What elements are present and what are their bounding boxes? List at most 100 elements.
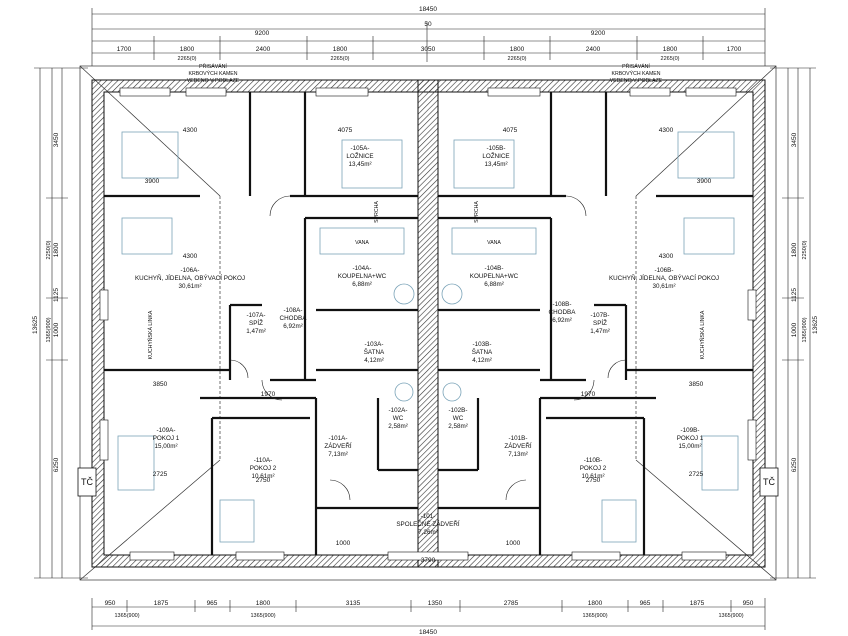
dim-label: 1000 [336,540,351,547]
room-area: 7,13m² [508,451,528,458]
toilet-icon [394,382,414,402]
room-name: SPÍŽ [593,318,607,327]
room-area: 15,00m² [678,443,701,450]
fireplace-note-right: PŘISÁVÁNÍ KRBOVÝCH KAMEN VEDENO V PODLAZ… [610,62,663,84]
dim-label: 1350 [428,600,443,607]
dim-label: 1800 [791,242,798,257]
kitchen-label: KUCHYŇSKÁ LINKA [147,310,154,359]
dim-label: 3050 [421,46,436,53]
dim-label: 950 [105,600,116,607]
room-104A: -104A- KOUPELNA+WC 6,88m² [338,265,387,288]
bath-icon [319,227,405,255]
room-108B: -108B- CHODBA 6,92m² [549,301,577,324]
dim-label: 1970 [581,391,596,398]
room-id: -107B- [591,312,610,319]
room-area: 1,47m² [246,328,266,335]
dim-label: 1000 [791,322,798,337]
window [571,551,621,561]
dim-label: 4300 [659,127,674,134]
room-area: 30,61m² [652,283,675,290]
dim-label: 6250 [53,457,60,472]
dim-label: 2265(0) [508,56,527,62]
room-area: 1,47m² [590,328,610,335]
dim-label: 3850 [689,381,704,388]
interior-dims: 4300 4075 4075 4300 3900 3900 4300 4300 … [145,127,712,564]
interior-walls [104,92,753,555]
room-id: -105A- [351,145,370,152]
bed-icon [121,131,179,179]
room-id: -106A- [181,267,200,274]
room-name: KOUPELNA+WC [470,273,519,280]
room-107B: -107B- SPÍŽ 1,47m² [590,312,610,335]
half-right-dim: 9200 [591,30,606,37]
dim-label: 1875 [154,600,169,607]
note-line: PŘISÁVÁNÍ [199,62,227,70]
room-name: LOŽNICE [346,151,373,160]
room-name: CHODBA [280,315,308,322]
note-line: VEDENO V PODLAZE [610,78,663,84]
toilet-icon [442,382,462,402]
room-name: KUCHYŇ, JÍDELNA, OBÝVACÍ POKOJ [609,273,719,282]
room-name: WC [393,415,404,422]
room-area: 2,58m² [448,423,468,430]
room-name: POKOJ 1 [677,435,704,442]
room-110A: -110A- POKOJ 2 10,61m² [250,457,277,480]
dim-label: 950 [743,600,754,607]
dim-label: 1365(900) [718,613,743,619]
dim-label: 1365(900) [250,613,275,619]
dim-label: 2750 [256,477,271,484]
bed-icon [117,435,155,491]
room-109B: -109B- POKOJ 1 15,00m² [677,427,704,450]
room-name: ŠATNA [472,347,493,356]
room-area: 30,61m² [178,283,201,290]
room-area: 4,12m² [472,357,492,364]
room-101A: -101A- ZÁDVEŘÍ 7,13m² [324,435,352,458]
dim-label: 3850 [153,381,168,388]
room-name: CHODBA [549,309,577,316]
separation-dim: 50 [424,21,432,28]
room-name: POKOJ 1 [153,435,180,442]
dim-label: 1800 [333,46,348,53]
dim-label: 2265(0) [331,56,350,62]
dim-label: 4300 [659,253,674,260]
room-area: 6,92m² [552,317,572,324]
bed-icon [677,131,735,179]
room-109A: -109A- POKOJ 1 15,00m² [153,427,180,450]
dim-label: 2400 [586,46,601,53]
bed-icon [601,499,637,543]
room-area: 7,13m² [328,451,348,458]
room-id: -110B- [584,457,602,464]
room-id: -104A- [353,265,372,272]
room-area: 10,61m² [251,473,274,480]
dim-label: 1365(900) [582,613,607,619]
top-row-dims: 1700 1800 2400 1800 3050 1800 2400 1800 … [117,46,742,62]
room-area: 6,92m² [283,323,303,330]
window [235,551,285,561]
outer-walls [91,79,766,568]
dim-label: 4075 [503,127,518,134]
room-id: -110A- [254,457,272,464]
room-name: LOŽNICE [482,151,509,160]
double-bed-icon [453,139,515,189]
dim-label: 1700 [727,46,742,53]
room-110B: -110B- POKOJ 2 10,61m² [580,457,607,480]
room-area: 15,00m² [154,443,177,450]
window [99,419,109,461]
window [315,87,369,97]
window [487,87,541,97]
room-104B: -104B- KOUPELNA+WC 6,88m² [470,265,519,288]
room-id: -106B- [655,267,674,274]
dim-label: 4300 [183,127,198,134]
room-name: POKOJ 2 [580,465,607,472]
room-area: 13,45m² [348,161,371,168]
note-line: PŘISÁVÁNÍ [622,62,650,70]
dim-label: 1700 [117,46,132,53]
bath-label: VANA [355,240,369,246]
side-dimensions [34,67,816,579]
room-id: -105B- [487,145,506,152]
bath-icon [451,227,537,255]
dim-label: 965 [640,600,651,607]
bottom-row-dims: 950 1875 965 1800 3135 1350 2785 1800 96… [105,600,754,619]
dim-label: 2750 [586,477,601,484]
dim-label: 1800 [180,46,195,53]
